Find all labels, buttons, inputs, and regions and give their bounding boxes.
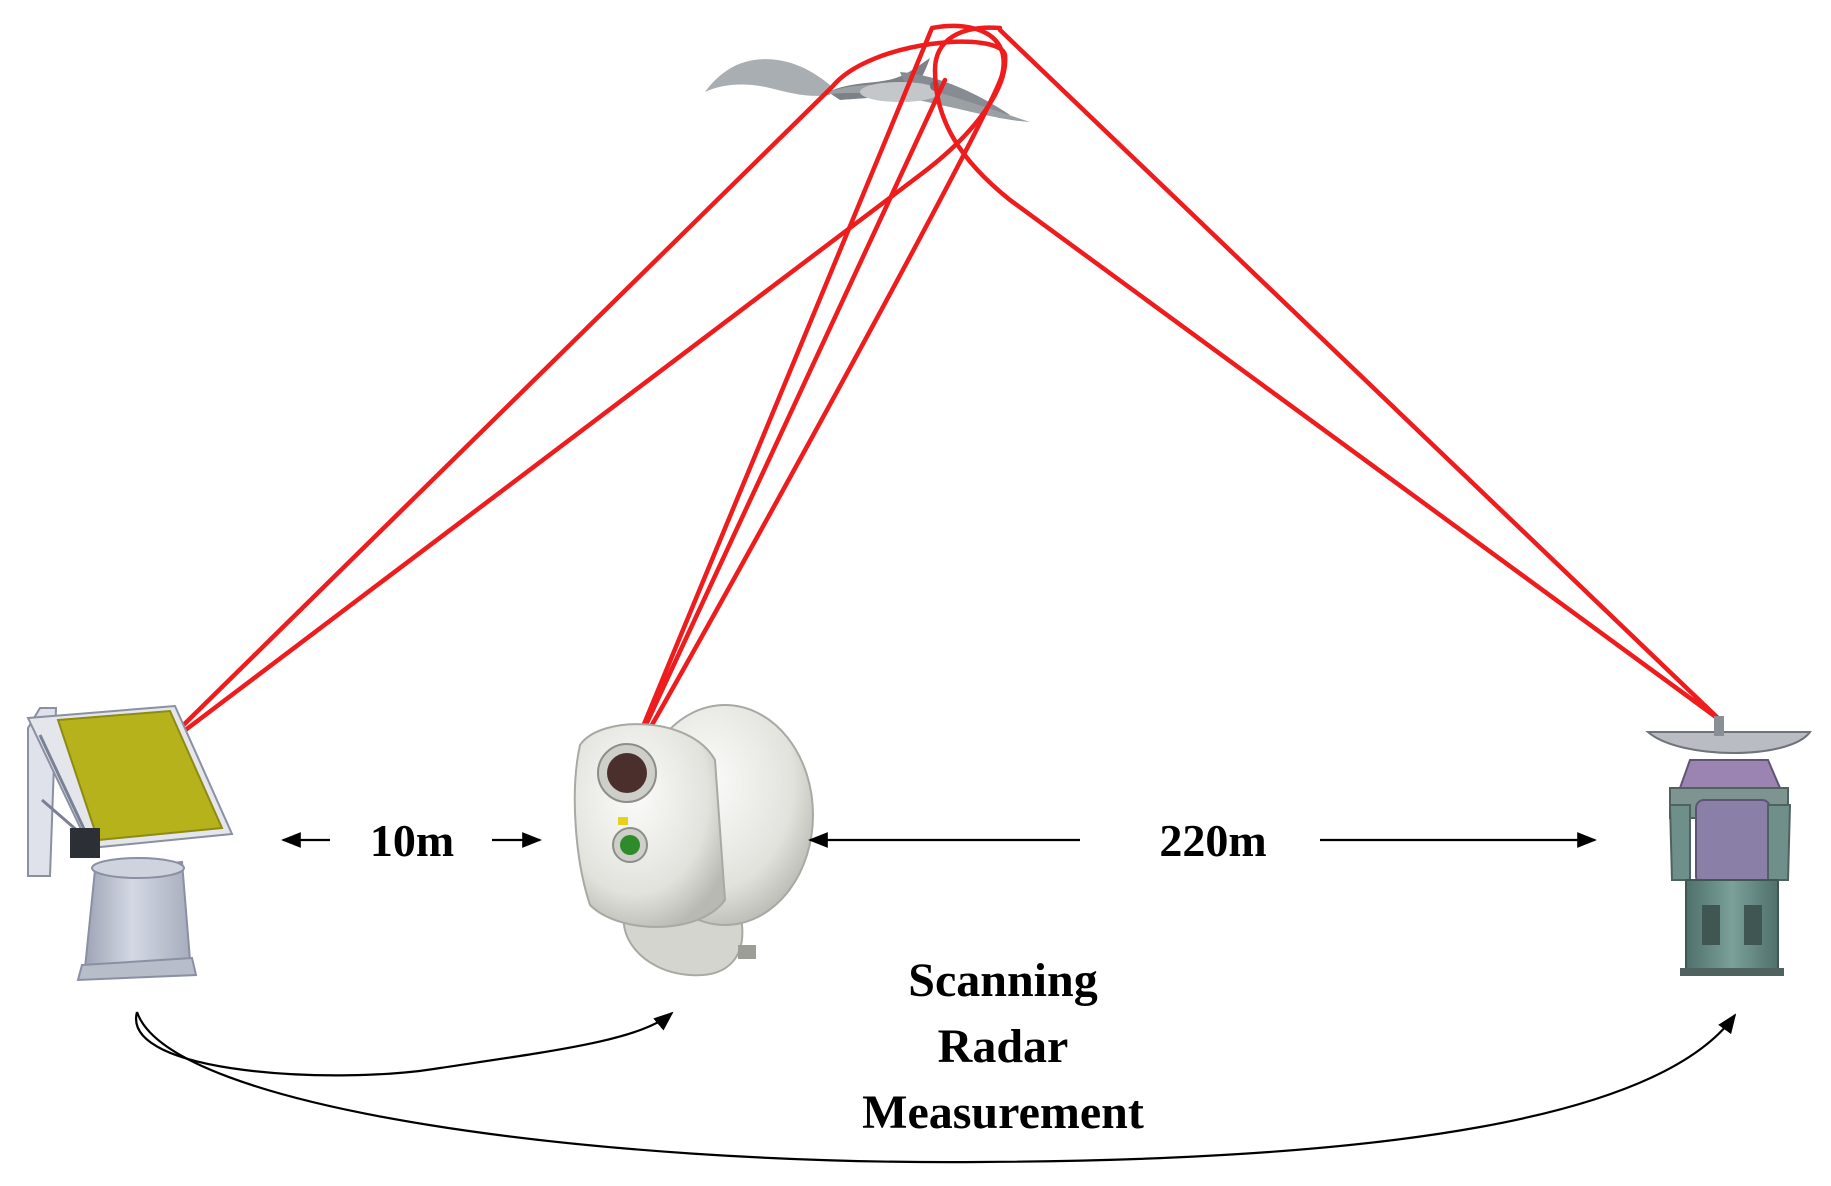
caption-line-2: Radar bbox=[938, 1020, 1069, 1073]
distance-10m-label: 10m bbox=[370, 815, 454, 866]
beam-camera-cross bbox=[622, 77, 948, 773]
distance-220m-label: 220m bbox=[1159, 815, 1266, 866]
beam-tracker-inner bbox=[932, 25, 1723, 723]
beam-camera bbox=[622, 23, 1006, 773]
beams bbox=[152, 23, 1723, 773]
scan-arc-long bbox=[135, 1011, 1737, 1164]
dish-tracking-radar bbox=[1645, 716, 1812, 976]
caption: Scanning Radar Measurement bbox=[862, 954, 1144, 1139]
caption-line-1: Scanning bbox=[908, 954, 1097, 1007]
phased-array-radar bbox=[26, 704, 234, 982]
camera-lens-icon bbox=[607, 753, 647, 793]
distance-10m: 10m bbox=[281, 815, 542, 866]
scan-arc-short bbox=[135, 1011, 674, 1077]
caption-line-3: Measurement bbox=[862, 1086, 1144, 1139]
scan-arcs bbox=[135, 1011, 1737, 1164]
array-panel-face bbox=[56, 709, 224, 842]
beam-tracker-outer bbox=[997, 27, 1723, 723]
beam-array-upper bbox=[152, 39, 1008, 756]
distance-220m: 220m bbox=[808, 815, 1597, 866]
electro-optical-camera bbox=[573, 704, 814, 977]
